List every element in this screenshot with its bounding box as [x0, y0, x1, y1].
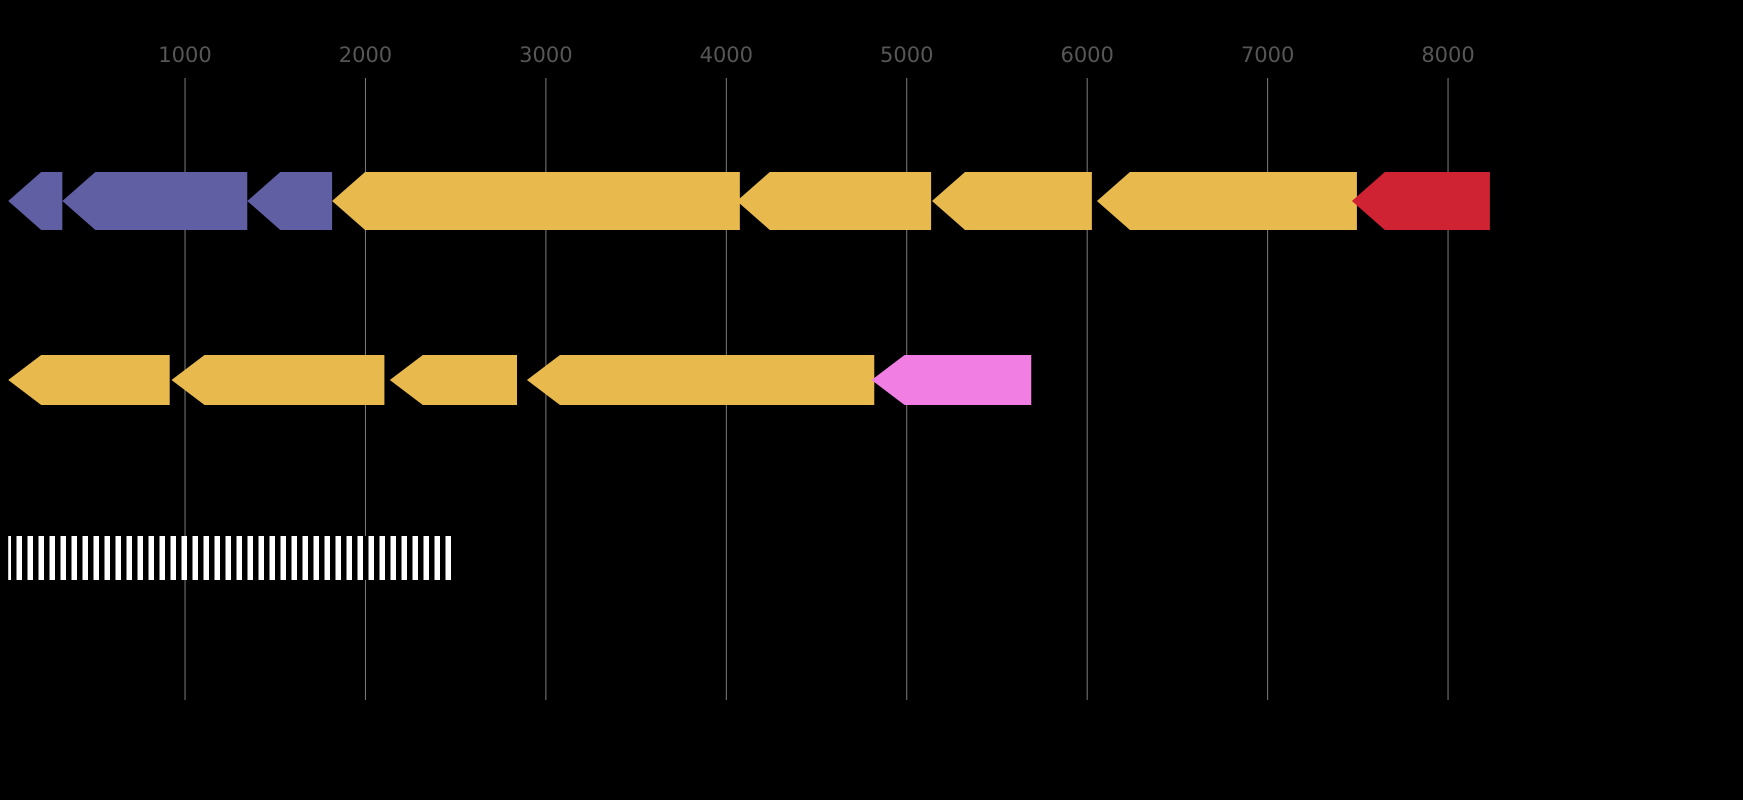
axis-tick-label: 4000	[700, 43, 753, 67]
gene-arrow	[171, 355, 385, 405]
axis-tick-label: 6000	[1060, 43, 1113, 67]
gene-arrow	[332, 172, 740, 230]
axis-label-group: 1000 2000 3000 4000 5000 6000 7000 8000	[158, 43, 1474, 67]
gene-arrow	[247, 172, 333, 230]
gene-arrow	[389, 355, 518, 405]
gene-arrow	[871, 355, 1032, 405]
gene-arrow	[8, 355, 170, 405]
gene-arrow	[736, 172, 932, 230]
axis-tick-label: 8000	[1421, 43, 1474, 67]
axis-tick-label: 5000	[880, 43, 933, 67]
hatched-region	[8, 536, 454, 580]
track-2	[8, 355, 1032, 405]
axis-tick-label: 1000	[158, 43, 211, 67]
gene-arrow	[526, 355, 875, 405]
track-1	[8, 172, 1490, 230]
gene-arrow	[1096, 172, 1357, 230]
axis-tick-label: 2000	[339, 43, 392, 67]
gene-arrow	[932, 172, 1092, 230]
gene-arrow	[8, 172, 63, 230]
gene-arrow	[1351, 172, 1490, 230]
gene-arrow	[62, 172, 248, 230]
axis-tick-label: 3000	[519, 43, 572, 67]
axis-tick-label: 7000	[1241, 43, 1294, 67]
